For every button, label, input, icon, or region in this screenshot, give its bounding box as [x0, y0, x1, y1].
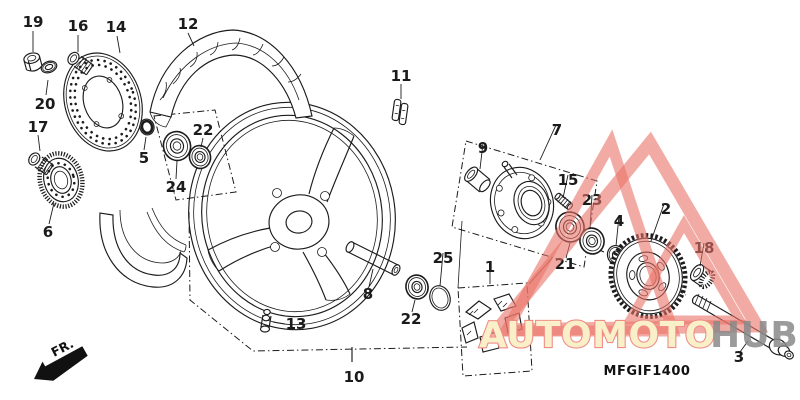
- tire-upper-section: [149, 29, 313, 128]
- axle-spacer-tube: [345, 241, 401, 276]
- part-label-9: 9: [478, 139, 488, 157]
- hub-flange: [489, 166, 555, 240]
- wheel-hub: [268, 188, 330, 257]
- sprocket-hub-assembly: [464, 160, 574, 240]
- front-direction-marker: FR.: [34, 336, 88, 381]
- wheel-rim: [188, 101, 396, 331]
- part-label-19: 19: [23, 13, 44, 31]
- part-label-6: 6: [43, 223, 53, 241]
- o-ring-25: [429, 285, 451, 311]
- bearing-23: [579, 227, 605, 255]
- hub-group-box: [451, 140, 598, 268]
- rim-weight: [391, 98, 409, 126]
- tire-valve: [259, 308, 272, 333]
- rear-axle: [691, 293, 794, 360]
- part-label-25: 25: [433, 249, 454, 267]
- bolt-16: [67, 51, 94, 76]
- bearing-22-left: [188, 144, 212, 170]
- part-label-22-right: 22: [401, 310, 422, 328]
- part-label-20: 20: [35, 95, 56, 113]
- fr-arrow-icon: [34, 346, 88, 381]
- watermark-triangle-inner: [622, 214, 748, 325]
- washer-20: [40, 60, 58, 74]
- pulser-ring: [37, 151, 85, 209]
- part-label-12: 12: [178, 15, 199, 33]
- watermark-brand-secondary: HUB: [710, 315, 798, 356]
- bolt-17: [28, 152, 54, 176]
- part-label-14: 14: [106, 18, 127, 36]
- hub-bolt-9: [464, 166, 491, 193]
- part-label-17: 17: [28, 118, 49, 136]
- collar-5: [139, 118, 155, 136]
- bearing-24: [162, 130, 192, 162]
- part-label-8: 8: [363, 285, 373, 303]
- part-label-2: 2: [661, 200, 671, 218]
- part-label-15: 15: [558, 171, 579, 189]
- axle-nut-19: [23, 52, 43, 72]
- group-connector-line: [457, 220, 463, 289]
- diagram-code: MFGIF1400: [604, 364, 691, 379]
- part-label-24: 24: [166, 178, 187, 196]
- watermark-brand-primary: AUTOMOTO: [479, 315, 716, 356]
- bearing-group-box: [153, 109, 237, 201]
- watermark-logo: [483, 129, 769, 337]
- part-label-1: 1: [485, 258, 495, 276]
- part-label-7: 7: [552, 121, 562, 139]
- part-label-10: 10: [344, 368, 365, 386]
- tire-lower-section: [99, 207, 188, 288]
- bearing-22-right: [405, 274, 429, 300]
- part-label-11: 11: [391, 67, 412, 85]
- watermark-text: AUTOMOTO HUB: [478, 314, 798, 357]
- part-label-3: 3: [734, 348, 744, 366]
- part-label-16: 16: [68, 17, 89, 35]
- part-label-5: 5: [139, 149, 149, 167]
- part-label-13: 13: [286, 315, 307, 333]
- part-labels: 19 16 14 12 20 17 5 22 24 6 11 13 8 10 2…: [23, 13, 745, 386]
- wheel-subassembly-bracket: [188, 211, 468, 352]
- damper-group-box: [457, 282, 533, 377]
- part-label-22-left: 22: [193, 121, 214, 139]
- part-label-4: 4: [614, 212, 624, 230]
- rear-wheel: [188, 101, 396, 331]
- brake-disc: [63, 52, 143, 152]
- watermark-triangle-large: [483, 131, 769, 337]
